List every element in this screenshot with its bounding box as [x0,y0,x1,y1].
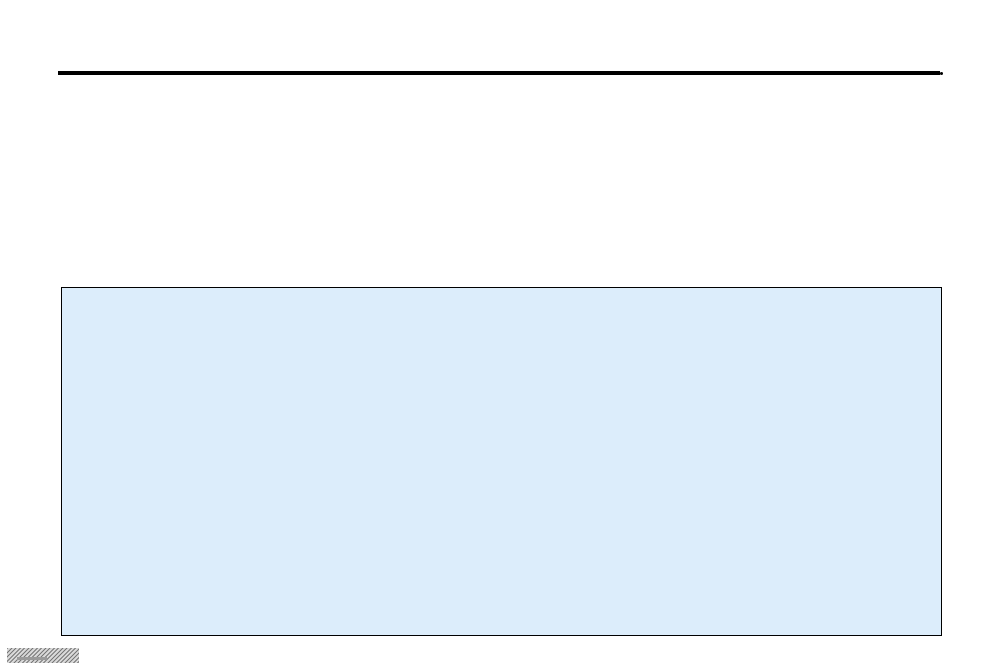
badge-mark [17,657,47,660]
rule-end-dot [940,72,943,75]
top-horizontal-rule [58,71,940,75]
hatched-logo-icon [7,648,79,663]
content-placeholder-box [61,287,942,636]
